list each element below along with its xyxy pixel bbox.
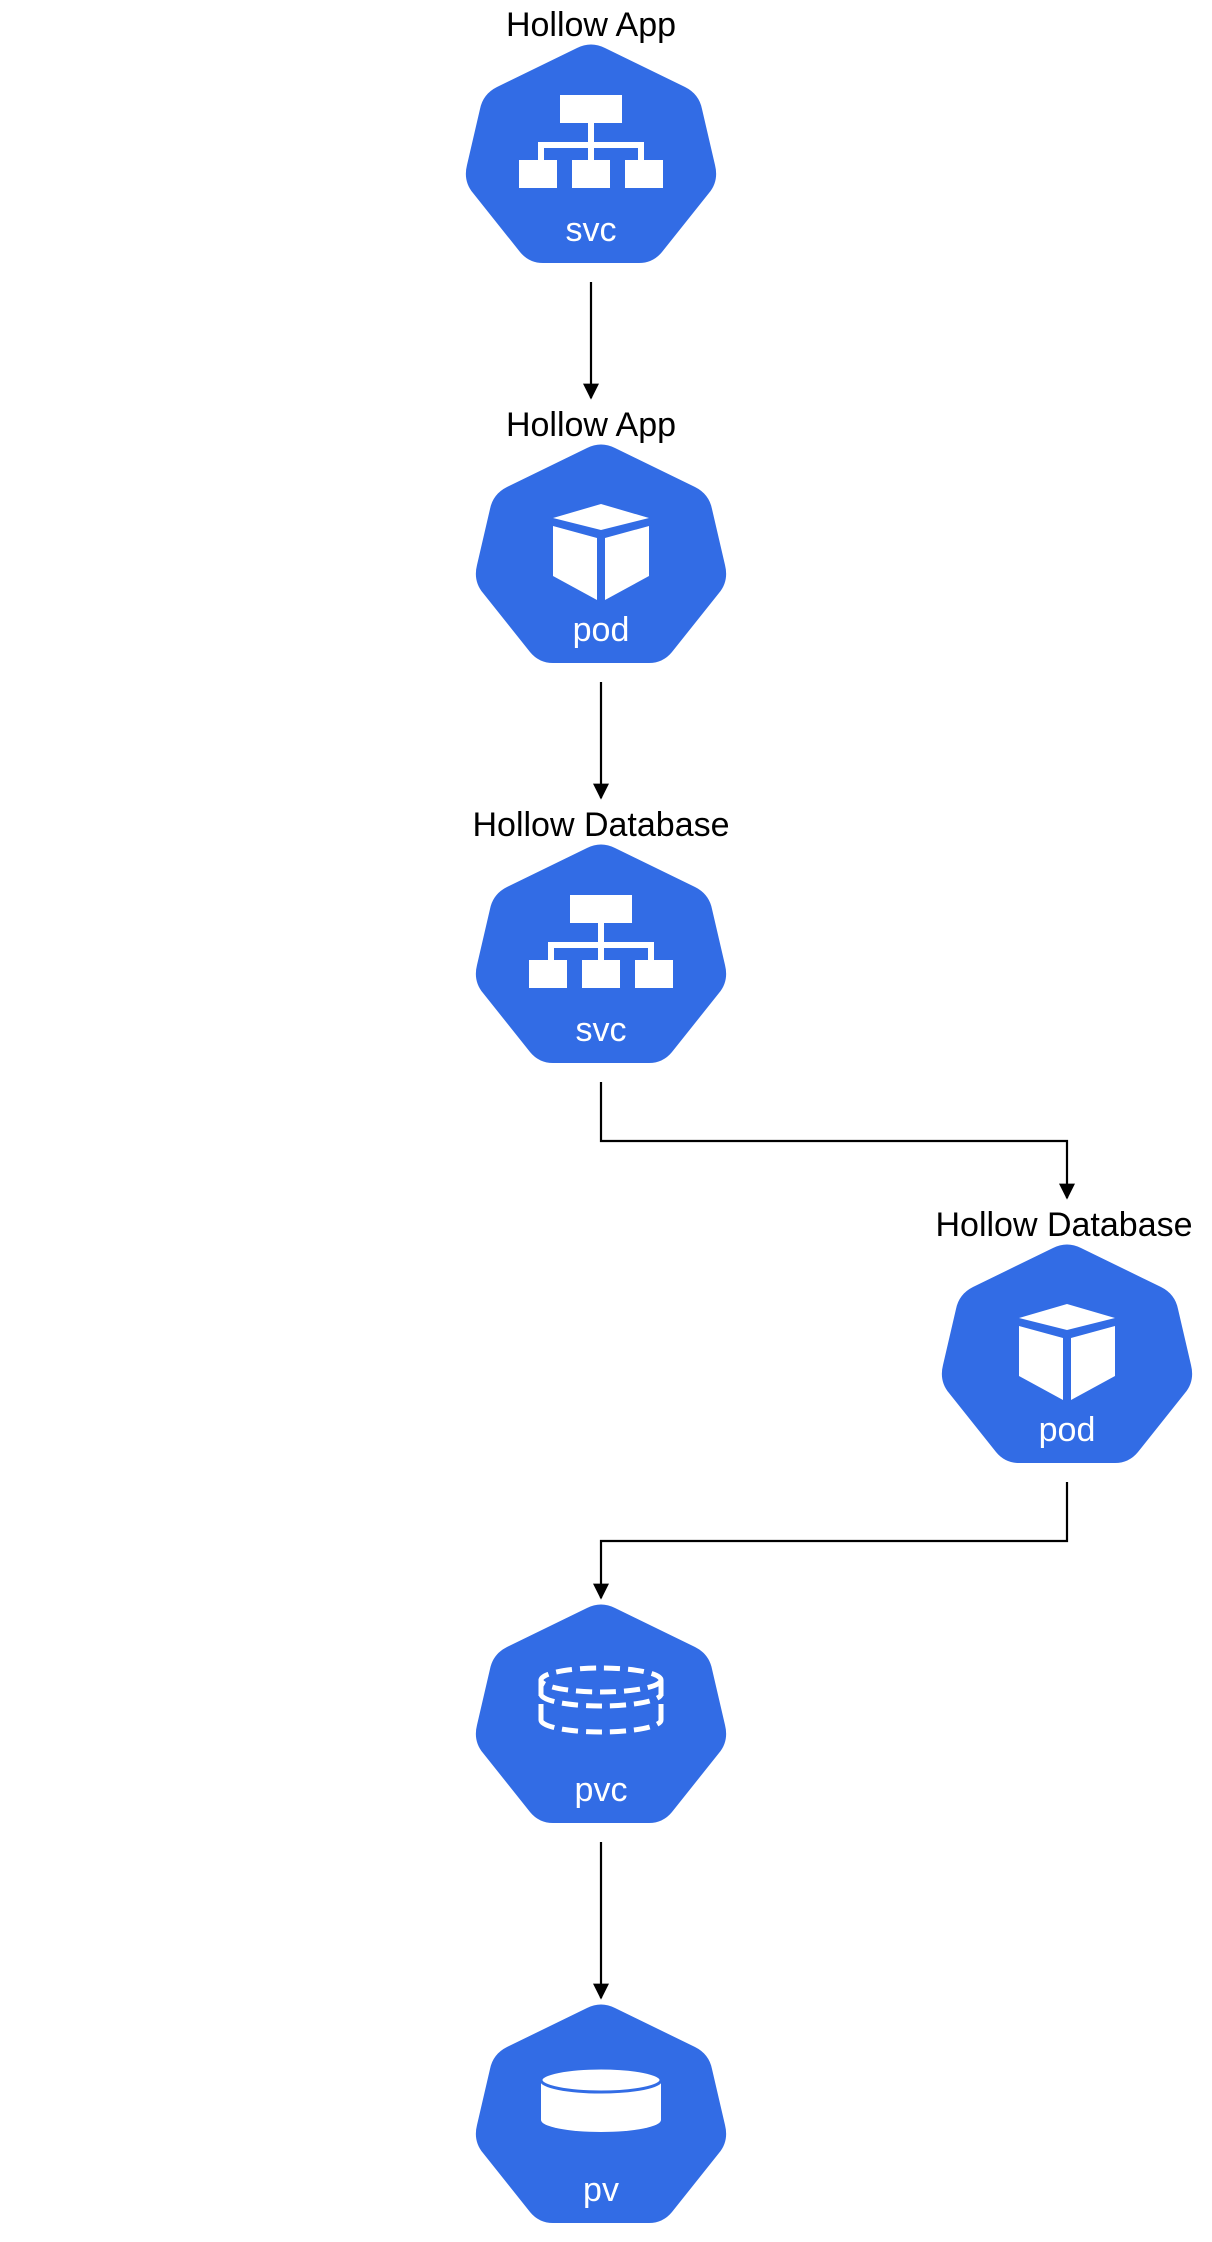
node-app-svc[interactable]: Hollow App svc [465, 6, 717, 263]
node-db-pod[interactable]: Hollow Database pod [935, 1206, 1193, 1463]
heptagon-shape [941, 1244, 1193, 1463]
node-kind-label: svc [566, 211, 617, 249]
node-kind-label: pvc [575, 1771, 628, 1809]
heptagon-shape [475, 444, 727, 663]
node-caption: Hollow App [506, 6, 676, 44]
node-caption: Hollow Database [472, 806, 729, 844]
node-kind-label: pod [573, 611, 630, 649]
node-pv[interactable]: pv [475, 2004, 727, 2224]
service-network-icon [519, 95, 663, 188]
node-caption: Hollow App [506, 406, 676, 444]
node-kind-label: pod [1039, 1411, 1096, 1449]
persistent-volume-icon [539, 2066, 663, 2132]
node-kind-label: pv [583, 2171, 619, 2209]
edge-db-svc-to-db-pod [599, 1082, 1075, 1200]
node-pvc[interactable]: pvc [475, 1604, 727, 1824]
volume-claim-icon [538, 1665, 664, 1735]
edge-db-pod-to-pvc [593, 1482, 1069, 1600]
service-network-icon [529, 895, 673, 988]
edges [583, 282, 1075, 2000]
node-db-svc[interactable]: Hollow Database svc [472, 806, 730, 1063]
node-kind-label: svc [576, 1011, 627, 1049]
heptagon-shape [475, 1604, 727, 1823]
node-app-pod[interactable]: Hollow App pod [475, 406, 727, 663]
pod-cube-icon [1019, 1304, 1115, 1400]
pod-cube-icon [553, 504, 649, 600]
node-caption: Hollow Database [935, 1206, 1192, 1244]
